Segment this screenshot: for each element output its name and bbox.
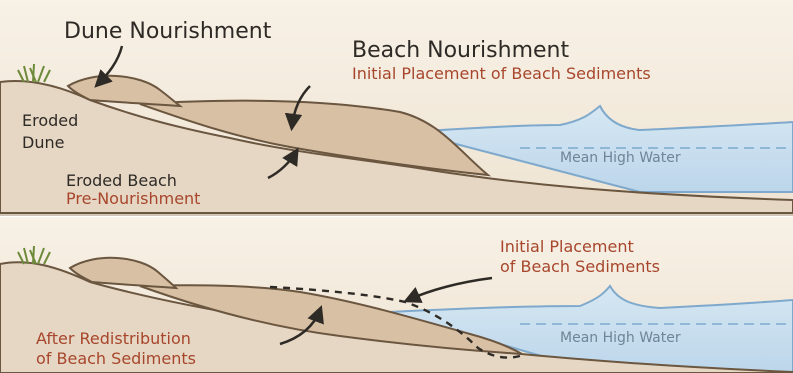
eroded-beach-label-line2: Pre-Nourishment [66,189,200,208]
after-redistribution-label-line1: After Redistribution [36,329,191,348]
beach-nourishment-label: Beach Nourishment [352,38,569,63]
eroded-beach-label-line1: Eroded Beach [66,171,177,190]
eroded-dune-label-line1: Eroded [22,111,78,130]
initial-placement-label-line2: of Beach Sediments [500,257,660,276]
top-panel: Dune Nourishment Beach Nourishment Initi… [0,0,793,213]
bottom-panel: Initial Placement of Beach Sediments Aft… [0,217,793,373]
initial-placement-label-line1: Initial Placement [500,237,634,256]
eroded-dune-label-line2: Dune [22,133,64,152]
after-redistribution-label-line2: of Beach Sediments [36,349,196,368]
beach-nourishment-sublabel: Initial Placement of Beach Sediments [352,64,651,83]
bottom-water-label: Mean High Water [560,330,681,346]
top-water-label: Mean High Water [560,150,681,166]
dune-nourishment-label: Dune Nourishment [64,19,272,44]
